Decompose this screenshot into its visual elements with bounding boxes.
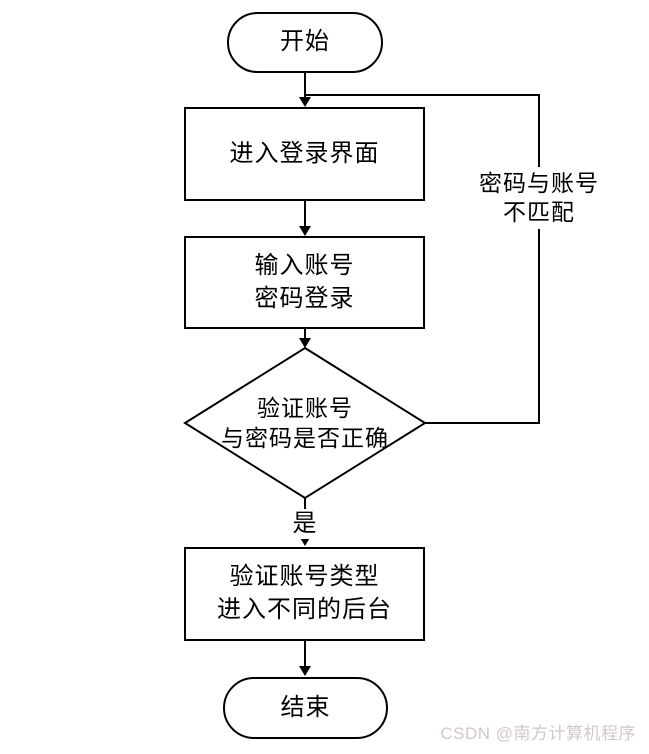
node-verify-credentials-line2: 与密码是否正确 (221, 426, 389, 451)
node-route-line1: 验证账号类型 (229, 564, 380, 590)
diamond-outline (183, 346, 427, 500)
arrowhead-icon (299, 338, 311, 348)
edge-route-to-end (299, 641, 311, 676)
node-verify-credentials-label: 验证账号 与密码是否正确 (182, 346, 428, 502)
edge-label-no-match-line2: 不匹配 (503, 200, 575, 225)
node-end-label: 结束 (280, 694, 331, 721)
arrowhead-icon (299, 97, 311, 107)
node-input-credentials-line1: 输入账号 (254, 252, 355, 279)
edge-label-yes: 是 (289, 509, 321, 539)
node-enter-login-label: 进入登录界面 (229, 140, 380, 167)
arrowhead-icon (299, 666, 311, 676)
edge-start-to-enter-login (299, 73, 311, 107)
node-start-label: 开始 (280, 29, 330, 55)
edge-enter-login-to-input (299, 201, 311, 236)
node-route-line2: 进入不同的后台 (217, 597, 392, 623)
edge-verify-no-match-feedback (306, 94, 540, 424)
edge-label-yes-text: 是 (292, 510, 318, 537)
node-enter-login: 进入登录界面 (184, 107, 425, 201)
arrowhead-icon (299, 226, 311, 236)
node-end: 结束 (223, 677, 388, 739)
node-input-credentials: 输入账号 密码登录 (184, 236, 425, 329)
edge-line (306, 94, 540, 424)
node-route-by-account-type: 验证账号类型 进入不同的后台 (184, 547, 425, 641)
node-start: 开始 (227, 12, 383, 73)
edge-label-no-match-line1: 密码与账号 (479, 171, 599, 196)
decision-diamond-shape (183, 346, 427, 500)
node-verify-credentials-line1: 验证账号 (257, 396, 353, 421)
edge-input-to-verify (299, 329, 311, 348)
edge-label-no-match: 密码与账号 不匹配 (464, 167, 614, 229)
node-input-credentials-line2: 密码登录 (254, 285, 355, 312)
watermark: CSDN @南方计算机程序 (440, 724, 636, 743)
node-verify-credentials: 验证账号 与密码是否正确 (182, 346, 428, 502)
